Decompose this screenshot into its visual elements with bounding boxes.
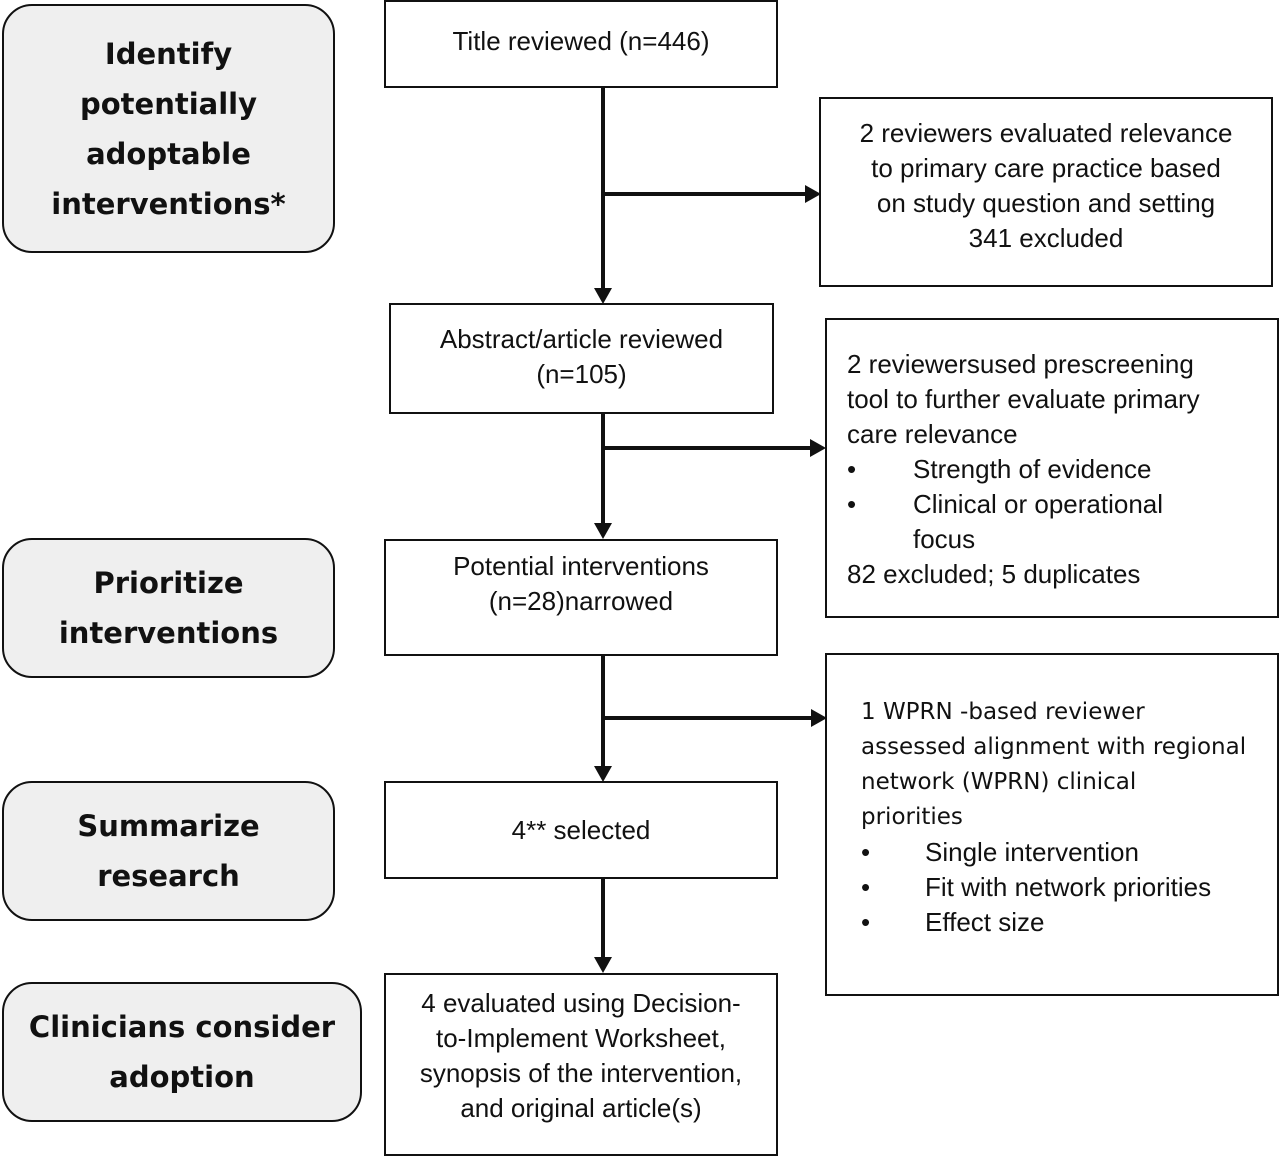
bullet-text: Single intervention xyxy=(925,837,1139,867)
prescreening-box: 2 reviewersused prescreening tool to fur… xyxy=(825,318,1279,618)
branch-1 xyxy=(601,192,807,196)
bullet-item: • Fit with network priorities xyxy=(861,870,1277,905)
bullet-item: • Single intervention xyxy=(861,835,1277,870)
bullet-text: Clinical or operational focus xyxy=(913,489,1164,554)
arrow-down-1 xyxy=(594,288,612,304)
title-reviewed-box: Title reviewed (n=446) xyxy=(384,0,778,88)
bullet-text: Effect size xyxy=(925,907,1045,937)
arrow-right-3 xyxy=(811,709,827,727)
bullet-text: Strength of evidence xyxy=(913,454,1152,484)
stage-summarize: Summarize research xyxy=(2,781,335,921)
connector-2 xyxy=(601,414,605,526)
arrow-right-1 xyxy=(805,185,821,203)
bullet-item: • Clinical or operational focus xyxy=(847,487,1277,557)
selected-box: 4** selected xyxy=(384,781,778,879)
arrow-right-2 xyxy=(810,439,826,457)
bullet-marker: • xyxy=(861,907,871,937)
evaluated-box: 4 evaluated using Decision- to-Implement… xyxy=(384,973,778,1156)
wprn-intro: 1 WPRN -based reviewer assessed alignmen… xyxy=(861,699,1247,830)
stage-identify: Identify potentially adoptable intervent… xyxy=(2,4,335,253)
bullet-marker: • xyxy=(847,454,857,484)
stage-clinicians: Clinicians consider adoption xyxy=(2,982,362,1122)
branch-3 xyxy=(601,716,813,720)
arrow-down-2 xyxy=(594,523,612,539)
bullet-marker: • xyxy=(861,837,871,867)
reviewers-relevance-box: 2 reviewers evaluated relevance to prima… xyxy=(819,97,1273,287)
wprn-reviewer-box: 1 WPRN -based reviewer assessed alignmen… xyxy=(825,653,1279,996)
stage-prioritize: Prioritize interventions xyxy=(2,538,335,678)
abstract-reviewed-box: Abstract/article reviewed (n=105) xyxy=(389,303,774,414)
bullet-item: • Strength of evidence xyxy=(847,452,1277,487)
bullet-marker: • xyxy=(847,489,857,519)
connector-3 xyxy=(601,656,605,769)
bullet-item: • Effect size xyxy=(861,905,1277,940)
bullet-marker: • xyxy=(861,872,871,902)
connector-4 xyxy=(601,879,605,959)
arrow-down-4 xyxy=(594,957,612,973)
potential-interventions-box: Potential interventions (n=28)narrowed xyxy=(384,539,778,656)
bullet-text: Fit with network priorities xyxy=(925,872,1212,902)
prescreening-intro: 2 reviewersused prescreening tool to fur… xyxy=(847,349,1200,449)
branch-2 xyxy=(601,446,811,450)
prescreening-footer: 82 excluded; 5 duplicates xyxy=(847,559,1141,589)
connector-1 xyxy=(601,88,605,291)
arrow-down-3 xyxy=(594,766,612,782)
